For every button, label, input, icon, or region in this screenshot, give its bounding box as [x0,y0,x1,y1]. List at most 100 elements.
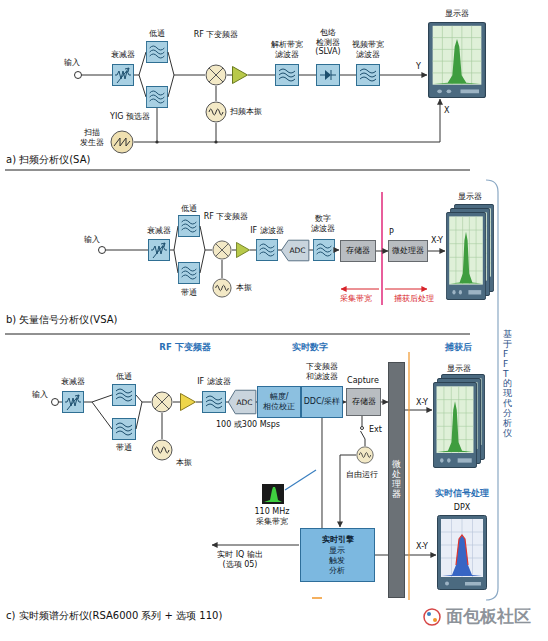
mixer-symbol [152,392,172,412]
signal-connector [375,555,388,556]
adc-outline [229,390,257,414]
group-note: 基于FFT的现代分析仪 [503,330,512,439]
memory-box: 存储器 [340,240,376,262]
switch-contact [361,427,364,430]
input-connector [75,72,82,79]
node-title: 存储器 [346,246,370,256]
if-filter-symbol [256,240,277,261]
adc-outline [282,240,310,261]
signal-wire [196,402,202,403]
attenuator-symbol [149,240,170,261]
lowpass-filter-symbol [113,385,136,406]
display-symbol [433,383,476,468]
signal-wire [232,250,236,251]
component-label: 衰减器 [61,377,85,387]
signal-label: Ext [369,425,382,435]
input-connector [99,247,106,254]
lo-symbol [213,279,231,297]
processor-box: 微处理器 [388,240,428,262]
signal-wire [335,250,339,251]
group-bracket [486,180,498,600]
watermark-logo [427,612,431,616]
yig-preselector-symbol [146,87,167,108]
node-title: 实时引擎 [322,535,354,545]
adc-block: ADC [228,390,256,414]
bandpass-filter-symbol [113,419,136,440]
attenuator-symbol [63,392,84,413]
junction-dot [214,140,217,143]
component-label: 衰减器 [147,226,171,236]
ddc-box: DDC/采样 [301,386,344,418]
component-label: 低通 [181,204,197,214]
vbw-filter-symbol [357,65,380,86]
component-label: 解析带宽 滤波器 [269,40,305,59]
section-header: 实时数字 [292,342,328,352]
switch-wire [84,395,112,429]
annotation-label: 捕获后处理 [394,294,434,304]
lowpass-filter-symbol [146,42,167,63]
input-connector [52,399,59,406]
iq-output-arrow [212,545,299,546]
switch-wire [168,52,205,97]
lo-wire [222,260,223,278]
amplifier-symbol [233,67,248,84]
component-label: IF 滤波器 [197,377,231,387]
component-label: 数字 滤波器 [310,214,336,233]
signal-wire [82,75,113,76]
watermark-logo [424,609,440,625]
component-label: 显示器 [458,192,482,202]
annotation-label: 采集带宽 [340,294,372,304]
section-header: 实时信号处理 [435,488,489,498]
junction-dot [155,140,158,143]
component-label: DPX [454,503,470,513]
spec-label: 110 MHz 采集带宽 [252,507,292,526]
component-label: IF 滤波器 [250,226,284,236]
component-label: 扫描 发生器 [79,128,105,147]
x-sweep-wire [134,99,440,142]
signal-label: P [389,228,394,238]
realtime-boundary-line [408,352,409,600]
spec-label: 100 或300 Msps [216,420,280,430]
component-label: 本振 [236,283,252,293]
component-label: 下变频器 和滤波器 [302,362,342,381]
lowpass-filter-symbol [178,216,199,237]
processor-band: 微处理器 [388,362,405,598]
watermark-logo [433,618,437,622]
component-label: YIG 预选器 [110,112,150,122]
signal-label: X-Y [416,542,428,552]
bandwidth-icon [262,484,284,504]
capture-bandwidth-arrow [341,289,379,290]
panel-caption: c) 实时频谱分析仪(RSA6000 系列 + 选项 110) [6,610,222,622]
dpx-display-symbol [438,516,487,590]
port-label: 输入 [32,390,48,400]
port-label: 输入 [64,58,80,68]
y-signal-wire [380,75,427,76]
signal-wire [227,75,232,76]
node-body: 显示 触发 分析 [328,546,346,575]
component-label: 视频带宽 滤波器 [350,40,386,59]
leader-line [285,470,316,490]
adc-block: ADC [281,240,309,261]
signal-wire [250,250,256,251]
component-label: 包络 检测器 (SLVA) [311,28,345,57]
panel-separator [5,334,470,335]
port-label: 输入 [84,235,100,245]
mixer-symbol [213,241,231,259]
sweep-generator-symbol [111,131,133,153]
node-title: DDC/采样 [304,397,341,407]
amplifier-symbol [236,242,249,257]
bandwidth-icon-spectrum [264,487,282,502]
component-label: 带通 [116,443,132,453]
lo-symbol [152,440,172,460]
signal-wire [106,250,149,251]
signal-label: X-Y [431,236,443,246]
component-label: Capture [347,376,379,386]
trigger-wire [340,455,356,527]
switch-wire [170,226,178,273]
display-symbol [429,22,486,97]
signal-connector [381,402,388,403]
node-title: ADC [289,246,305,255]
envelope-detector-symbol [317,65,340,86]
mixer-symbol [206,65,226,85]
